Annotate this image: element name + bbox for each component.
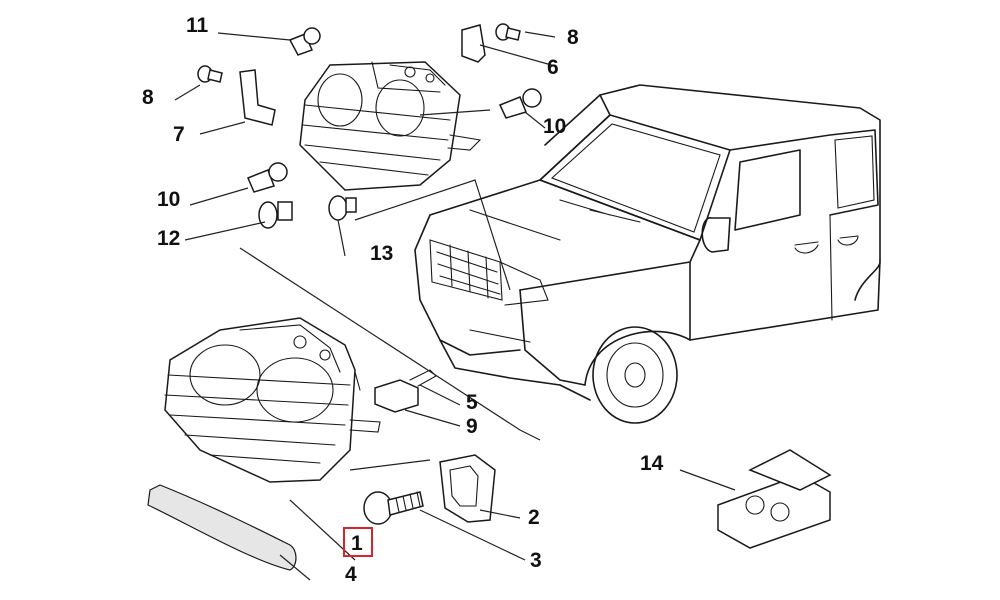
bulb-kit-box-part	[717, 449, 832, 549]
screw-8b-part	[495, 23, 521, 41]
bracket-6-part	[461, 24, 486, 63]
callout-13: 11	[186, 14, 209, 37]
leader-lines	[174, 31, 736, 581]
bulb-11-part	[258, 201, 293, 229]
headlamp-upper-rear-view	[299, 61, 482, 191]
callout-labels: 11 8 8 6 7 10 10 12 13 5 9 2 3 4 14 1	[142, 14, 664, 586]
headlamp-lower-front-view	[164, 317, 381, 483]
callout-3: 3	[530, 549, 542, 572]
callout-12: 13	[370, 242, 393, 265]
callout-4: 4	[345, 563, 357, 586]
bulb-10a-part	[247, 162, 288, 193]
van-illustration	[414, 84, 881, 424]
callout-10-right: 10	[543, 115, 566, 138]
callout-9: 9	[466, 415, 478, 438]
callout-5: 5	[466, 391, 478, 414]
callout-7: 7	[173, 123, 185, 146]
bolt-part	[363, 491, 424, 525]
callout-6: 6	[547, 56, 559, 79]
callout-14: 14	[640, 452, 664, 475]
screw-8a-part	[197, 65, 223, 83]
bulb-13-part	[288, 27, 321, 56]
bulb-12-part	[328, 195, 357, 221]
callout-11: 12	[157, 227, 180, 250]
bracket-part	[439, 454, 496, 523]
callout-1-highlight-box	[343, 527, 373, 557]
callout-8-right: 8	[567, 26, 579, 49]
leveler-unit-part	[374, 369, 437, 413]
trim-strip-part	[147, 484, 297, 571]
bracket-7-part	[239, 69, 276, 126]
bulb-10b-part	[498, 88, 542, 119]
callout-8-left: 8	[142, 86, 154, 109]
callout-2: 2	[528, 506, 540, 529]
callout-10-left: 10	[157, 188, 180, 211]
callout-1: 1	[351, 532, 363, 555]
